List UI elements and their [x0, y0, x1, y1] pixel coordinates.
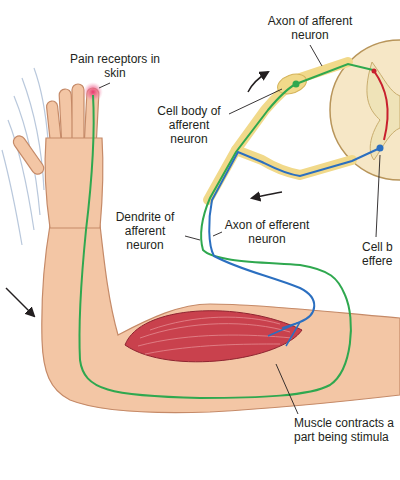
leader-lines	[99, 45, 380, 414]
signal-arrow	[248, 72, 268, 92]
ganglion	[275, 70, 309, 97]
part-label: Muscle contracts a part being stimula	[294, 416, 400, 444]
part-label: Axon of efferent neuron	[222, 218, 312, 246]
part-label: Cell b effere	[362, 240, 400, 268]
signal-arrow	[252, 192, 282, 198]
muscle	[125, 311, 302, 362]
motion-arrow	[6, 288, 34, 316]
interneuron-dot	[372, 69, 377, 74]
motion-lines	[2, 68, 48, 245]
nerve	[208, 62, 352, 200]
part-label: Dendrite of afferent neuron	[106, 210, 184, 252]
interneuron	[374, 71, 388, 140]
efferent-neuron	[209, 148, 380, 322]
afferent-cell-body	[293, 81, 300, 88]
efferent-cell-body	[377, 145, 384, 152]
part-label: Cell body of afferent neuron	[152, 104, 226, 146]
motor-endings	[268, 322, 300, 346]
afferent-neuron	[79, 64, 373, 398]
part-label: Axon of afferent neuron	[262, 14, 358, 42]
part-label: Pain receptors in skin	[62, 52, 168, 80]
